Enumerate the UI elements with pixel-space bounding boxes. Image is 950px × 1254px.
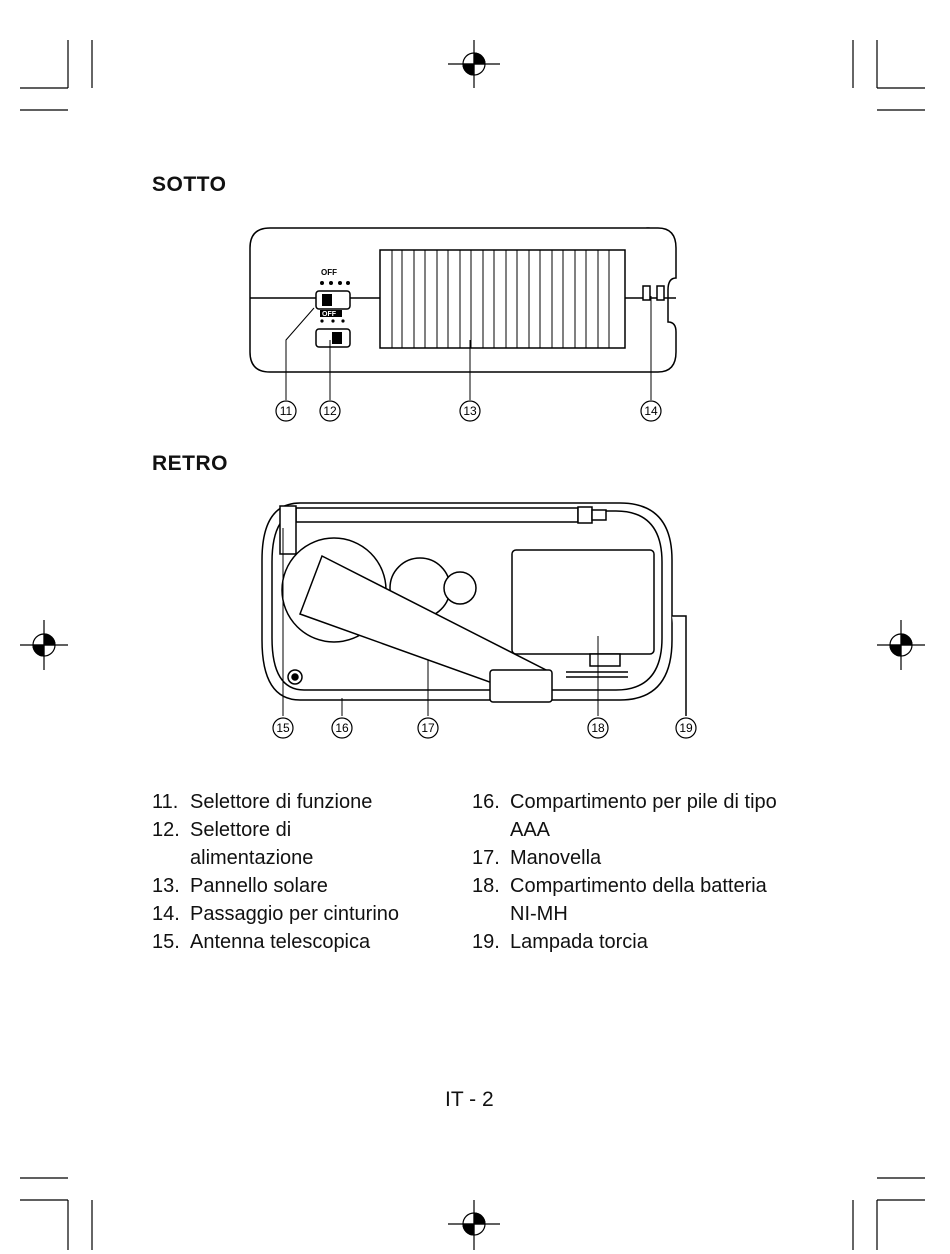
callout-16: 16 (335, 721, 349, 735)
legend-item: 19. Lampada torcia (472, 928, 807, 956)
legend-item: 14. Passaggio per cinturino (152, 900, 442, 928)
legend-item: 18. Compartimento della batteria NI-MH (472, 872, 790, 928)
legend-item: 13. Pannello solare (152, 872, 442, 900)
legend-number: 19. (472, 928, 500, 956)
legend-text: Lampada torcia (510, 931, 648, 953)
page-number: IT - 2 (445, 1088, 494, 1112)
legend-number: 13. (152, 872, 180, 900)
legend-text: Selettore di alimentazione (190, 819, 313, 869)
legend-item: 16. Compartimento per pile di tipo AAA (472, 788, 800, 844)
legend-number: 12. (152, 816, 180, 844)
callout-18: 18 (591, 721, 605, 735)
legend-left: 11. Selettore di funzione 12. Selettore … (152, 788, 442, 956)
legend-text: Selettore di funzione (190, 791, 372, 813)
legend-text: Manovella (510, 847, 601, 869)
legend-number: 17. (472, 844, 500, 872)
legend-text: Compartimento della batteria NI-MH (510, 875, 767, 925)
callout-19: 19 (679, 721, 693, 735)
legend-text: Pannello solare (190, 875, 328, 897)
legend-item: 11. Selettore di funzione (152, 788, 442, 816)
legend-right: 16. Compartimento per pile di tipo AAA 1… (472, 788, 807, 956)
legend-text: Passaggio per cinturino (190, 903, 399, 925)
legend-number: 16. (472, 788, 500, 816)
legend-item: 12. Selettore di alimentazione (152, 816, 340, 872)
legend-text: Antenna telescopica (190, 931, 370, 953)
legend-item: 17. Manovella (472, 844, 807, 872)
legend-text: Compartimento per pile di tipo AAA (510, 791, 777, 841)
legend-item: 15. Antenna telescopica (152, 928, 442, 956)
callout-17: 17 (421, 721, 435, 735)
legend-number: 14. (152, 900, 180, 928)
legend-number: 18. (472, 872, 500, 900)
callout-15: 15 (276, 721, 290, 735)
legend-number: 15. (152, 928, 180, 956)
legend-number: 11. (152, 788, 178, 816)
